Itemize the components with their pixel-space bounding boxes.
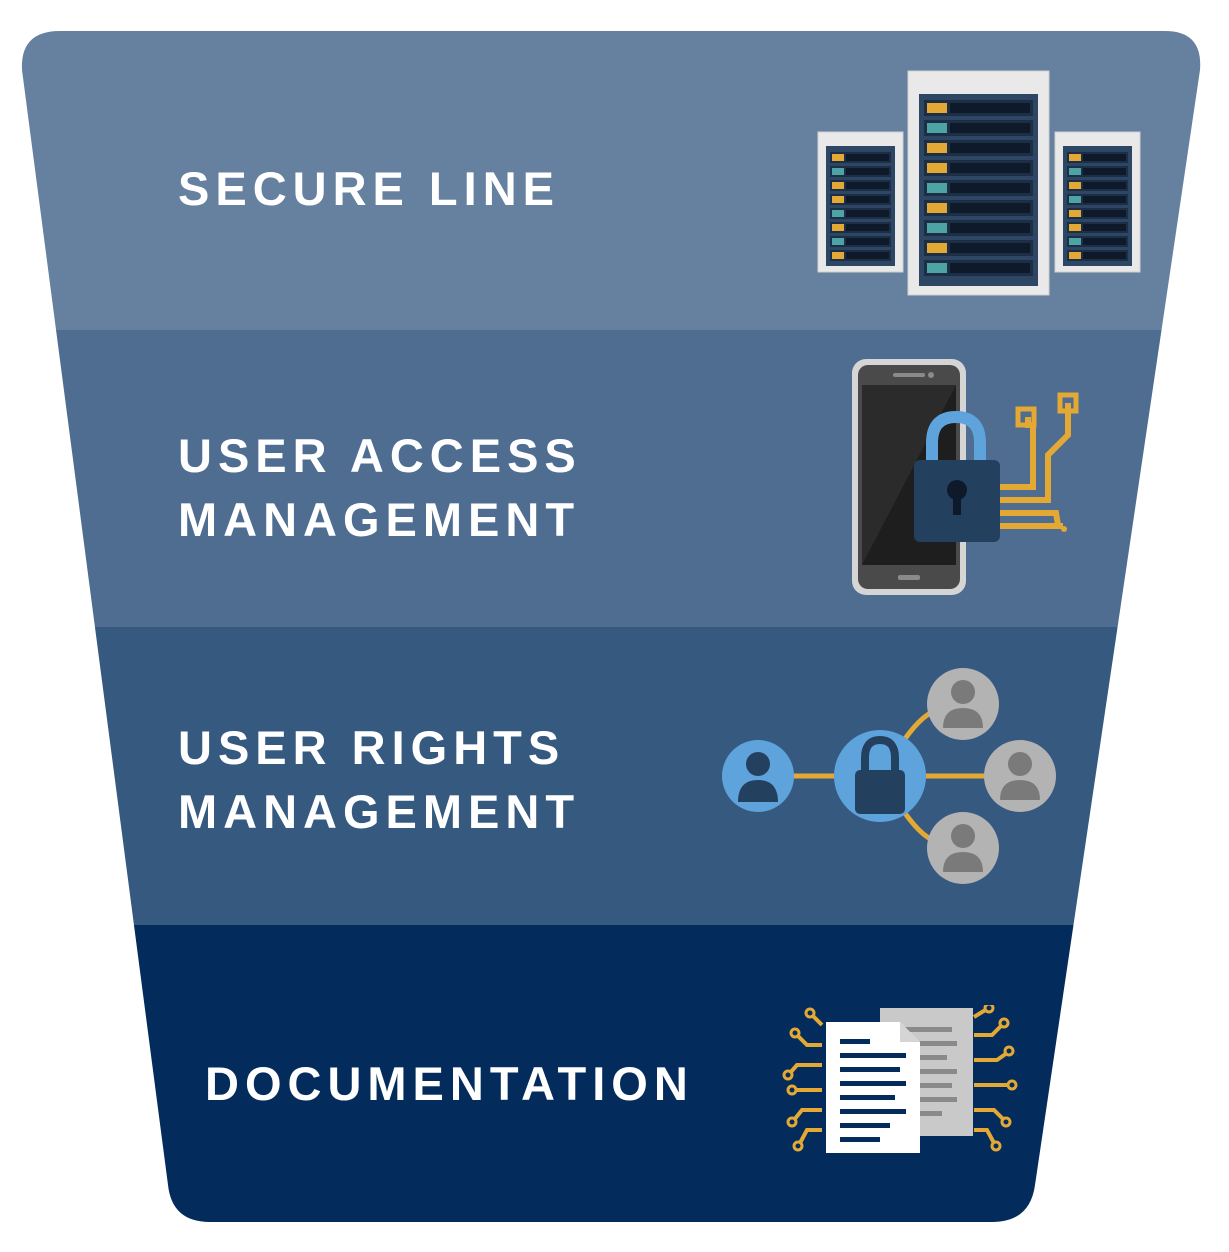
funnel-layer-2 [21, 330, 1201, 627]
layer-label-secure-line: SECURE LINE [178, 162, 560, 215]
layer-label-user-rights-management: USER RIGHTS MANAGEMENT [178, 721, 581, 838]
documents-circuit-icon [782, 1005, 1018, 1153]
user-network-lock-icon [722, 668, 1056, 884]
server-racks-icon [817, 70, 1141, 296]
funnel-layer-4 [21, 925, 1201, 1222]
layer-label-documentation: DOCUMENTATION [205, 1057, 694, 1110]
layer-label-user-access-management: USER ACCESS MANAGEMENT [178, 429, 582, 546]
phone-lock-icon [852, 359, 1079, 595]
